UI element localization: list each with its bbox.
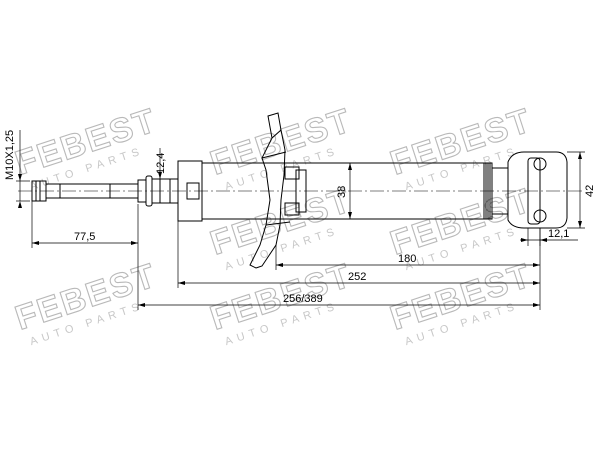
dim-eye-center-label: 252 [348, 271, 366, 283]
lower-eye-bushing [491, 151, 568, 229]
dim-body-to-eye-label: 180 [398, 253, 416, 265]
watermark: FEBEST AUTO PARTS [10, 256, 162, 348]
dim-rod-length-label: 77,5 [74, 231, 95, 243]
dim-eye-height-label: 42 [584, 185, 596, 197]
dimension-arrows [18, 152, 582, 307]
dim-overall-length-label: 256/389 [283, 293, 323, 305]
cylinder-body [177, 160, 493, 222]
watermark: FEBEST AUTO PARTS [385, 101, 537, 193]
dim-body-diameter-label: 38 [336, 186, 348, 198]
dim-thread-label: M10X1,25 [4, 130, 16, 180]
spring-seat [249, 112, 300, 269]
dimension-lines [16, 130, 585, 310]
watermark-group: FEBEST AUTO PARTS FEBEST AUTO PARTS FEBE… [10, 101, 537, 348]
dim-rod-shoulder-label: 12,4 [155, 153, 167, 174]
dim-eye-width-label: 12,1 [548, 228, 569, 240]
